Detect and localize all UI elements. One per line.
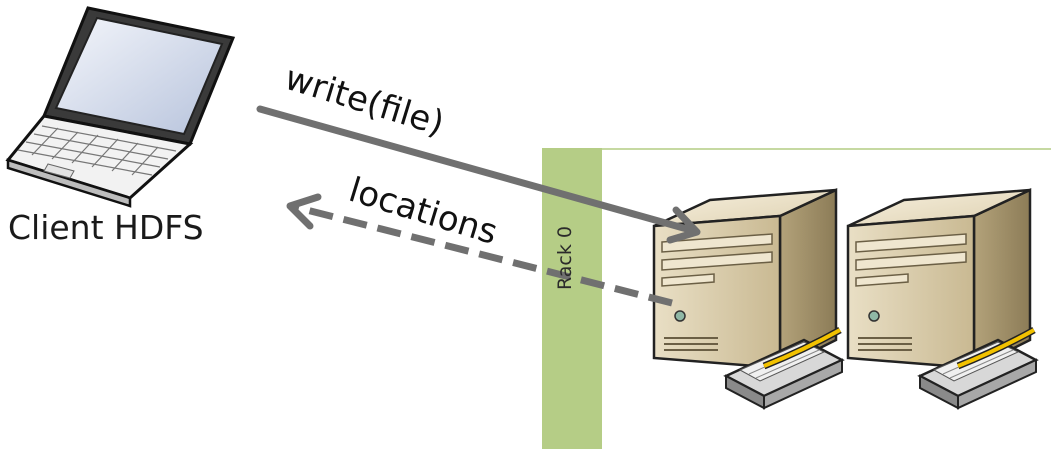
server-tower-icon	[654, 190, 842, 408]
locations-arrow	[286, 193, 673, 307]
client-label: Client HDFS	[8, 208, 204, 247]
server-tower-icon	[848, 190, 1036, 408]
write-arrow	[256, 105, 701, 244]
rack-label: Rack 0	[554, 225, 576, 290]
laptop-icon	[5, 6, 236, 208]
